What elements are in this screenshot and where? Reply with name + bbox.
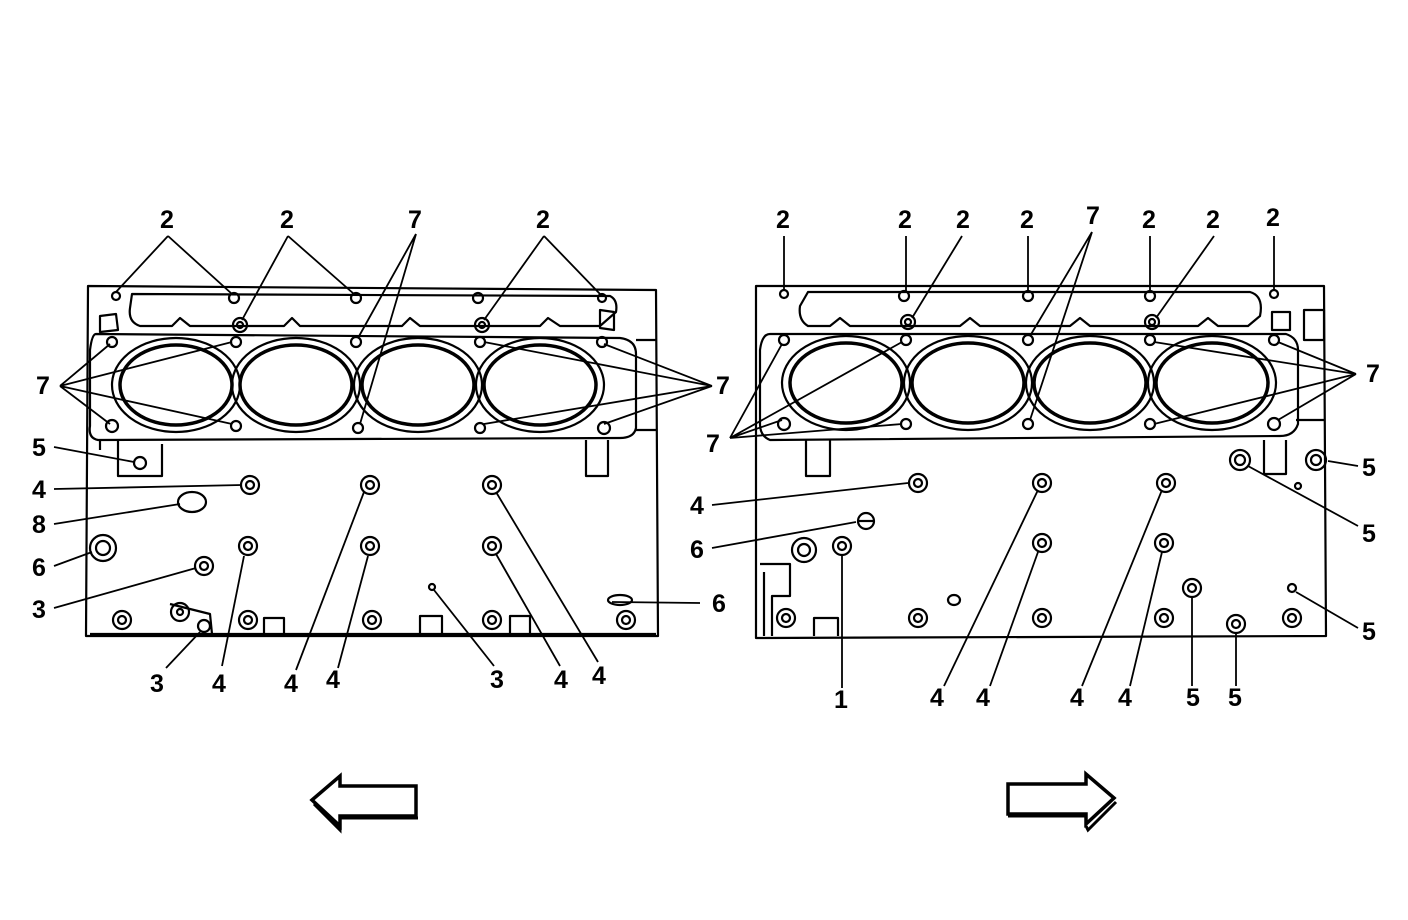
callout-label: 4: [284, 670, 298, 698]
callout-label: 4: [976, 684, 990, 712]
callout-label: 2: [1020, 206, 1034, 234]
callout-label: 2: [280, 206, 294, 234]
callout-label: 2: [898, 206, 912, 234]
right-leader-lines: [711, 231, 1359, 688]
callout-label: 4: [592, 662, 606, 690]
callout-label: 5: [1228, 684, 1242, 712]
right-callout-labels: 2 2 2 2 7 2 2 2 7 7 5 4 5 6 5 1 4 4 4 4 …: [690, 202, 1380, 714]
callout-label: 2: [1266, 204, 1280, 232]
callout-label: 3: [32, 596, 46, 624]
callout-label: 2: [536, 206, 550, 234]
left-water-jacket: [128, 292, 618, 328]
callout-label: 7: [1086, 202, 1100, 230]
callout-label: 1: [834, 686, 848, 714]
left-deck-face: [88, 332, 638, 442]
callout-label: 7: [1366, 360, 1380, 388]
callout-label: 4: [1070, 684, 1084, 712]
left-bolt-holes: [88, 290, 637, 635]
callout-label: 4: [930, 684, 944, 712]
callout-label: 2: [776, 206, 790, 234]
callout-label: 8: [32, 511, 46, 539]
right-deck-face: [758, 332, 1300, 442]
callout-label: 4: [212, 670, 226, 698]
callout-label: 6: [712, 590, 726, 618]
left-block-view: 2 2 7 2 7 7 5 4 8 6 3 6 3 4 4 4 3 4 4: [32, 206, 730, 834]
callout-label: 7: [716, 372, 730, 400]
callout-label: 4: [326, 666, 340, 694]
callout-label: 3: [490, 666, 504, 694]
callout-label: 4: [32, 476, 46, 504]
callout-label: 6: [32, 554, 46, 582]
callout-label: 2: [160, 206, 174, 234]
callout-label: 5: [1362, 454, 1376, 482]
callout-label: 4: [690, 492, 704, 520]
callout-label: 4: [1118, 684, 1132, 712]
right-bolt-holes: [775, 288, 1328, 636]
left-direction-arrow: [309, 772, 418, 831]
left-leader-lines: [53, 233, 713, 671]
callout-label: 2: [956, 206, 970, 234]
left-cylinder-bores: [110, 336, 606, 434]
right-water-jacket: [798, 290, 1262, 328]
callout-label: 6: [690, 536, 704, 564]
callout-label: 7: [36, 372, 50, 400]
callout-label: 5: [1186, 684, 1200, 712]
callout-label: 4: [554, 666, 568, 694]
right-block-view: 2 2 2 2 7 2 2 2 7 7 5 4 5 6 5 1 4 4 4 4 …: [690, 202, 1380, 833]
right-cylinder-bores: [780, 334, 1278, 432]
right-block-outline: [754, 284, 1328, 640]
callout-label: 5: [1362, 520, 1376, 548]
left-callout-labels: 2 2 7 2 7 7 5 4 8 6 3 6 3 4 4 4 3 4 4: [32, 206, 730, 698]
right-direction-arrow: [1006, 770, 1117, 829]
callout-label: 5: [1362, 618, 1376, 646]
callout-label: 3: [150, 670, 164, 698]
callout-label: 2: [1206, 206, 1220, 234]
callout-label: 5: [32, 434, 46, 462]
callout-label: 7: [706, 430, 720, 458]
callout-label: 7: [408, 206, 422, 234]
callout-label: 2: [1142, 206, 1156, 234]
